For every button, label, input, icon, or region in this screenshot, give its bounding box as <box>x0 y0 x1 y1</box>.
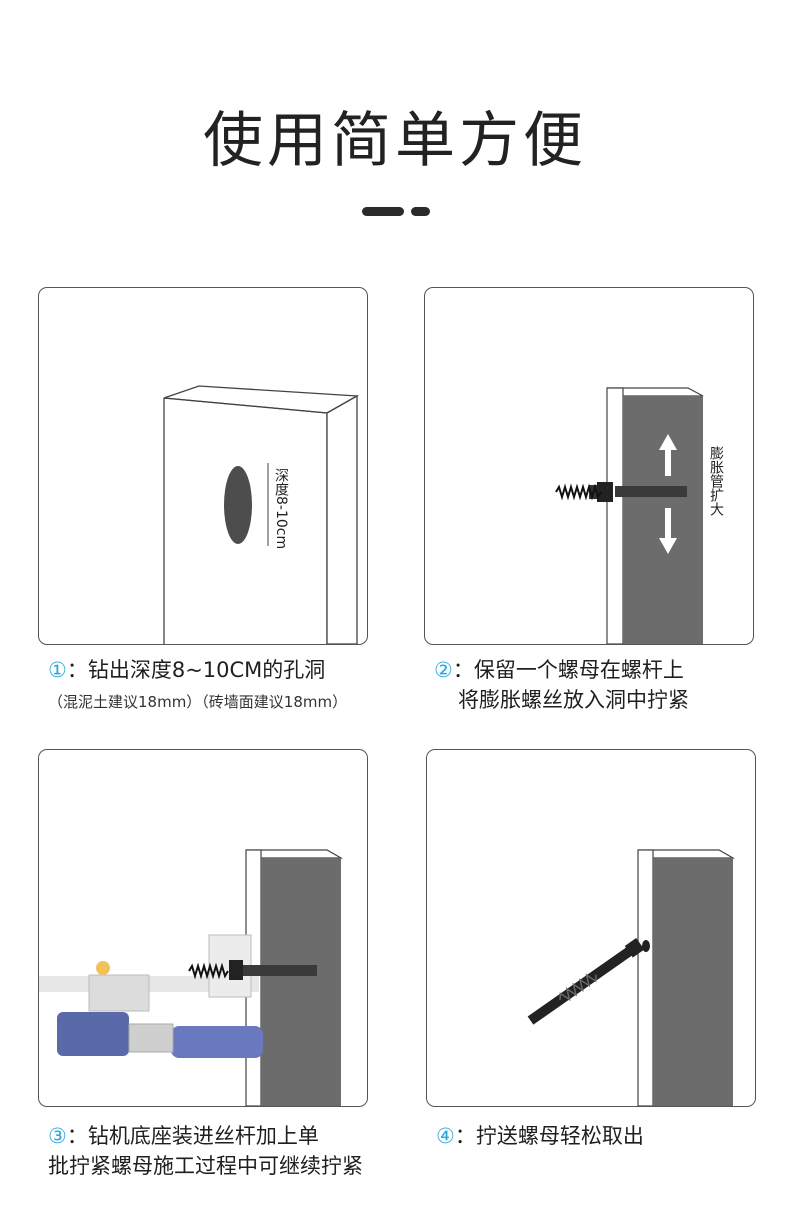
step1-note: （混泥土建议18mm）（砖墙面建议18mm） <box>48 693 348 711</box>
step4-text: ：拧送螺母轻松取出 <box>454 1124 644 1148</box>
step3-illustration <box>38 749 368 1107</box>
step3-text-line2: 批拧紧螺母施工过程中可继续拧紧 <box>48 1154 363 1178</box>
step1-illustration: 深度8-10cm <box>38 287 368 645</box>
step3-caption: ③：钻机底座装进丝杆加上单 批拧紧螺母施工过程中可继续拧紧 <box>48 1121 428 1181</box>
step1-text: ：钻出深度8~10CM的孔洞 <box>66 658 326 682</box>
expand-label: 膨胀管扩大 <box>708 446 724 516</box>
step3-text: ：钻机底座装进丝杆加上单 <box>66 1124 319 1148</box>
step1-caption: ①：钻出深度8~10CM的孔洞 （混泥土建议18mm）（砖墙面建议18mm） <box>48 655 388 717</box>
drill-motor <box>57 1012 129 1056</box>
wall-hole-drawing <box>163 385 360 644</box>
step4-number: ④ <box>436 1124 455 1148</box>
step2-text-line2: 将膨胀螺丝放入洞中拧紧 <box>458 688 689 712</box>
page-title: 使用简单方便 <box>203 106 587 176</box>
title-divider-long <box>362 207 404 216</box>
anchor-bolt <box>615 486 687 497</box>
step1-number: ① <box>48 658 67 682</box>
step2-caption: ②：保留一个螺母在螺杆上 将膨胀螺丝放入洞中拧紧 <box>434 655 774 715</box>
drill-stand-drawing <box>39 849 344 1106</box>
anchor-insert-drawing <box>555 387 704 644</box>
depth-label: 深度8-10cm <box>273 468 289 550</box>
step3-number: ③ <box>48 1124 67 1148</box>
anchor-removal-drawing <box>527 849 736 1106</box>
step2-illustration: 膨胀管扩大 <box>424 287 754 645</box>
drilled-hole <box>224 466 252 544</box>
up-arrow-icon <box>659 434 677 476</box>
title-divider-short <box>411 207 430 216</box>
step2-number: ② <box>434 658 453 682</box>
step4-illustration <box>426 749 756 1107</box>
down-arrow-icon <box>659 508 677 554</box>
step4-caption: ④：拧送螺母轻松取出 <box>436 1121 776 1151</box>
step2-text: ：保留一个螺母在螺杆上 <box>452 658 684 682</box>
removed-anchor-bolt <box>527 937 645 1025</box>
